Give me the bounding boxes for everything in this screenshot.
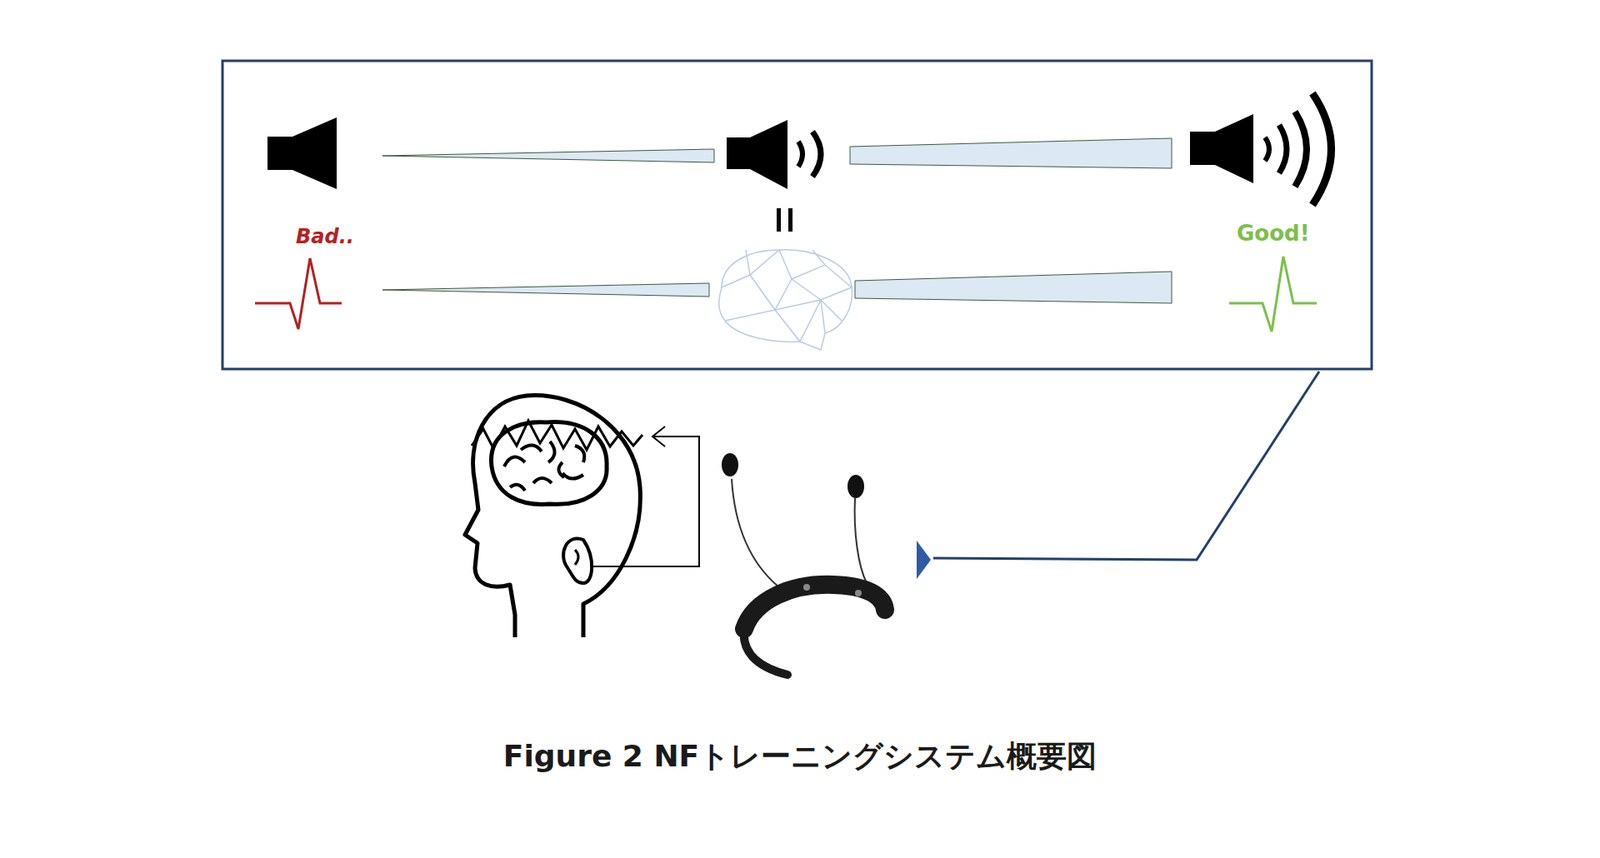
speaker-mid [726,120,821,190]
figure-caption: Figure 2 NFトレーニングシステム概要図 [503,736,1097,778]
head-illustration [465,395,640,638]
good-pulse [1229,256,1317,332]
good-label: Good! [1236,220,1310,246]
pointer-triangle [916,540,931,580]
bad-pulse [255,258,342,330]
feedback-arrowhead [652,426,665,447]
eeg-zigzag [471,420,643,450]
volume-wedge [382,138,1172,304]
feedback-arrow [593,436,700,567]
leader-line [933,371,1320,560]
brain-network-icon [719,250,853,350]
equals-mark [776,208,793,232]
neckband-device [721,453,885,675]
panel-frame [222,60,1372,370]
speaker-loud [1190,93,1332,205]
bad-label: Bad.. [295,225,355,249]
speaker-mute [267,117,337,190]
